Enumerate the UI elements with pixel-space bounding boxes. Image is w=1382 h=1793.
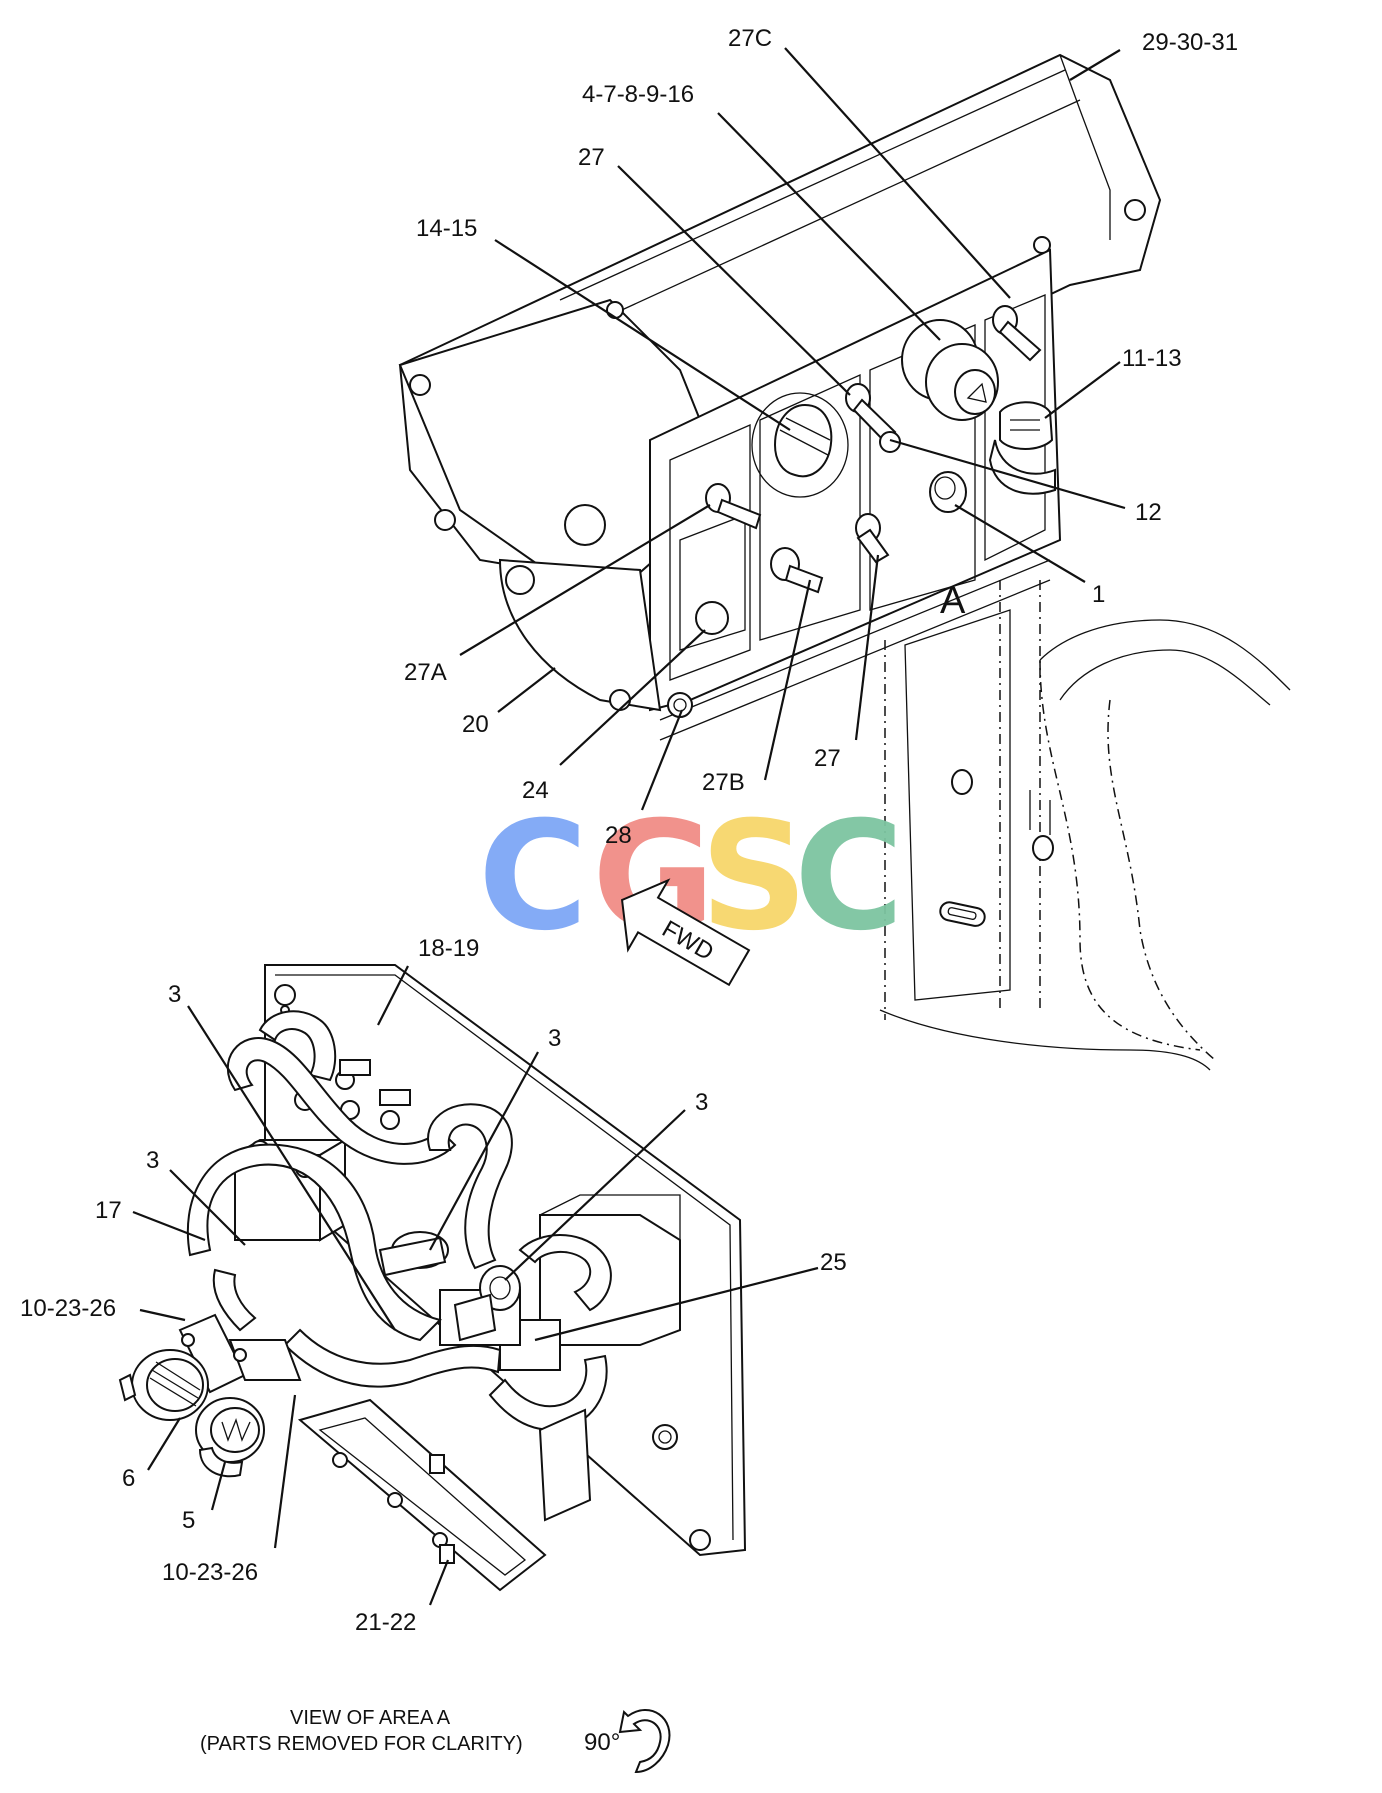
area-marker: A <box>940 580 966 622</box>
callout-labels: 29-30-31 27C 4-7-8-9-16 27 14-15 11-13 1… <box>20 25 1238 1636</box>
callout-27-top: 27 <box>578 144 605 171</box>
callout-18-19: 18-19 <box>418 935 479 962</box>
callout-17: 17 <box>95 1197 122 1224</box>
callout-3-a: 3 <box>168 981 181 1008</box>
callout-24: 24 <box>522 777 549 804</box>
callout-14-15: 14-15 <box>416 215 477 242</box>
callout-5: 5 <box>182 1507 195 1534</box>
upper-enclosure <box>398 53 1162 592</box>
watermark-letter-c1: C <box>478 790 588 964</box>
callout-10-23-26-a: 10-23-26 <box>20 1295 116 1322</box>
callout-3-b: 3 <box>548 1025 561 1052</box>
callout-27c: 27C <box>728 25 772 52</box>
caption-line1: VIEW OF AREA A <box>290 1707 451 1729</box>
callout-6: 6 <box>122 1465 135 1492</box>
side-connector <box>988 401 1056 495</box>
callout-27-lower: 27 <box>814 745 841 772</box>
pedestal-bracket <box>879 580 1291 1071</box>
watermark-letter-c2: C <box>794 790 904 964</box>
callout-4-7-8-9-16: 4-7-8-9-16 <box>582 81 694 108</box>
callout-27a: 27A <box>404 659 447 686</box>
callout-3-d: 3 <box>146 1147 159 1174</box>
callout-21-22: 21-22 <box>355 1609 416 1636</box>
callout-10-23-26-b: 10-23-26 <box>162 1559 258 1586</box>
callout-20: 20 <box>462 711 489 738</box>
callout-25: 25 <box>820 1249 847 1276</box>
callout-11-13: 11-13 <box>1122 345 1182 372</box>
bottom-terminal-strip <box>297 1398 592 1592</box>
callout-3-c: 3 <box>695 1089 708 1116</box>
callout-28: 28 <box>605 822 632 849</box>
panel-buttons <box>901 319 999 513</box>
callout-12: 12 <box>1135 499 1162 526</box>
callout-1: 1 <box>1092 581 1105 608</box>
wire-harness <box>186 1010 612 1431</box>
callout-29-30-31: 29-30-31 <box>1142 29 1238 56</box>
caption-line2: (PARTS REMOVED FOR CLARITY) <box>200 1733 523 1755</box>
callout-27b: 27B <box>702 769 745 796</box>
rotation-arrow-icon <box>618 1709 671 1774</box>
rotary-selector <box>751 392 849 498</box>
toggle-switches <box>705 305 1042 594</box>
leader-lines <box>132 47 1126 1606</box>
view-caption: VIEW OF AREA A (PARTS REMOVED FOR CLARIT… <box>200 1707 671 1774</box>
circular-connectors <box>118 1313 302 1478</box>
caption-rotation: 90° <box>584 1729 620 1756</box>
